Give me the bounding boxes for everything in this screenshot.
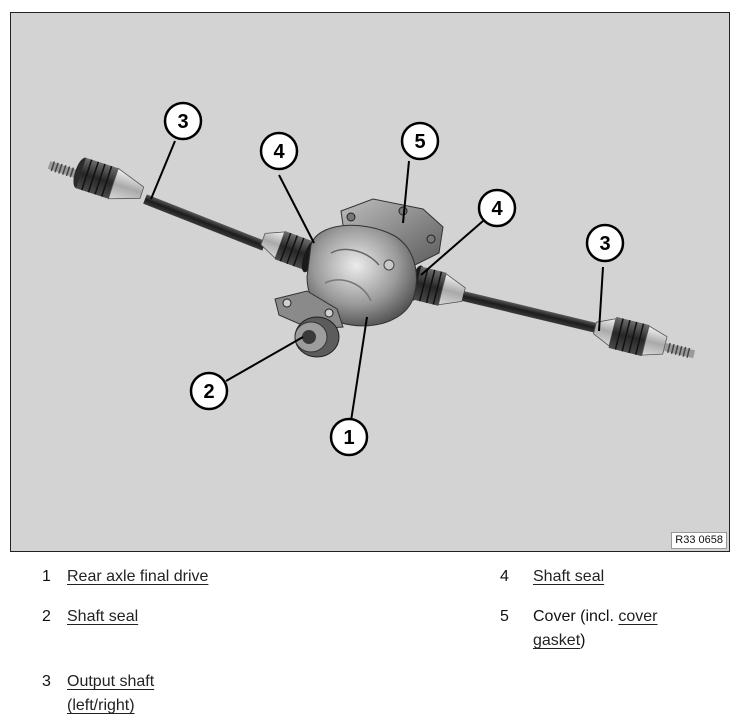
callout-5: 5	[400, 121, 440, 161]
svg-text:1: 1	[343, 427, 354, 449]
callout-3-left: 3	[163, 101, 203, 141]
legend-number: 4	[500, 568, 509, 585]
callout-3-right: 3	[585, 223, 625, 263]
legend-link-shaft-seal[interactable]: Shaft seal	[533, 568, 605, 585]
callout-1: 1	[329, 417, 369, 457]
callout-2: 2	[189, 371, 229, 411]
callout-leaders	[150, 140, 604, 422]
legend-link-shaft-seal[interactable]: Shaft seal	[67, 608, 139, 625]
callout-4-left: 4	[259, 131, 299, 171]
legend-link-output-shaft[interactable]: Output shaft	[67, 673, 155, 690]
svg-text:4: 4	[273, 141, 285, 163]
legend-text-cover: Cover (incl.	[533, 608, 619, 625]
svg-text:2: 2	[203, 381, 214, 403]
callout-4-right: 4	[477, 188, 517, 228]
legend-number: 2	[42, 608, 51, 625]
legend-link-output-shaft-sides[interactable]: (left/right)	[67, 697, 135, 714]
legend-text-close-paren: )	[580, 632, 586, 649]
legend-link-rear-axle-final-drive[interactable]: Rear axle final drive	[67, 568, 209, 585]
legend-number: 5	[500, 608, 509, 625]
svg-text:5: 5	[414, 131, 425, 153]
legend-number: 1	[42, 568, 51, 585]
svg-text:3: 3	[177, 111, 188, 133]
legend-number: 3	[42, 673, 51, 690]
rear-axle-illustration: 3 4 5 4 3 2 1	[47, 101, 696, 457]
svg-text:4: 4	[491, 198, 503, 220]
legend-link-cover-gasket-cont[interactable]: gasket	[533, 632, 581, 649]
illustration-frame: 3 4 5 4 3 2 1 R33 0658	[10, 12, 730, 552]
left-output-shaft	[47, 157, 319, 273]
svg-text:3: 3	[599, 233, 610, 255]
legend-link-cover-gasket[interactable]: cover	[618, 608, 658, 625]
right-output-shaft	[409, 265, 696, 359]
figure-reference-code: R33 0658	[671, 532, 727, 549]
final-drive-housing	[274, 198, 444, 358]
